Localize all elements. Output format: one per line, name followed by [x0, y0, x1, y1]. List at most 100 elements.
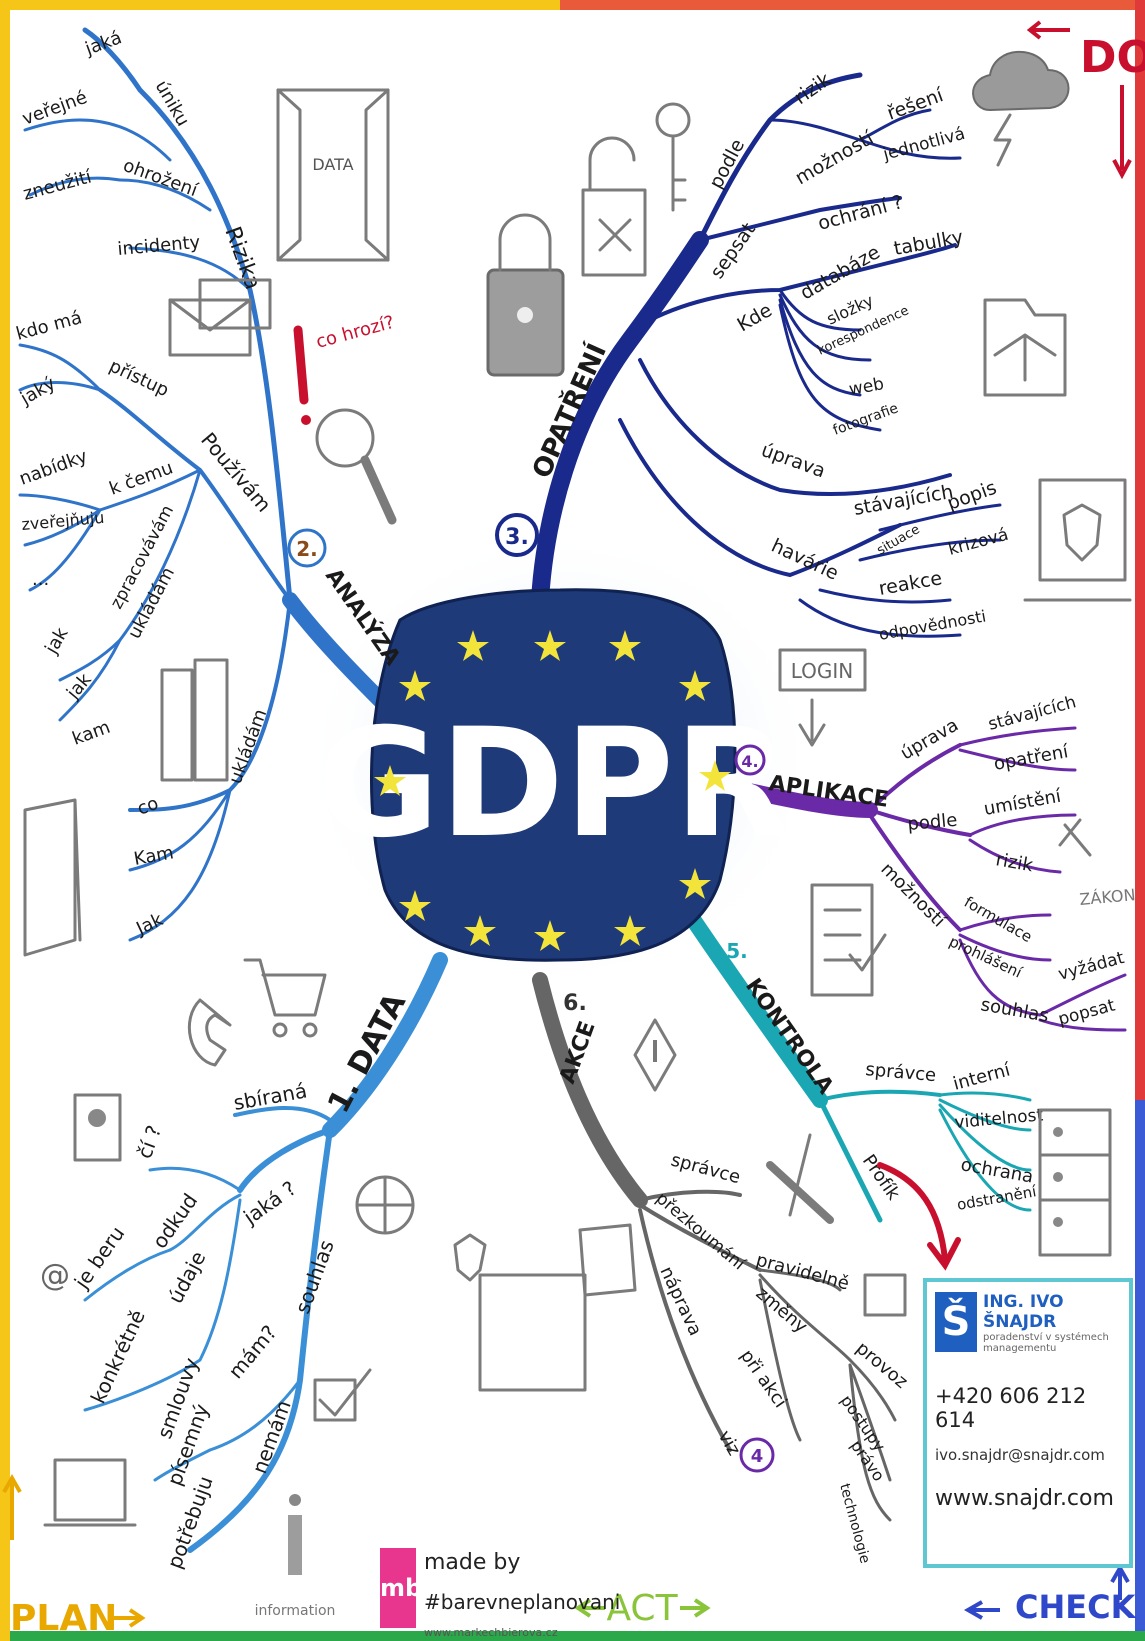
- padlock-closed-icon: [486, 213, 565, 377]
- binders-icon: [160, 658, 229, 782]
- opatreni-web: web: [847, 374, 885, 400]
- mb-logo: mb: [380, 1548, 422, 1628]
- analyza-jaky: jaký: [16, 373, 59, 410]
- shopping-cart-icon: [243, 958, 327, 1038]
- contact-phone[interactable]: +420 606 212 614: [935, 1384, 1087, 1432]
- at-symbol: @: [40, 1258, 70, 1293]
- badge-akce: 6.: [563, 991, 587, 1016]
- pdca-check-label: CHECK: [1015, 1588, 1137, 1626]
- opatreni-reseni: řešení: [884, 84, 947, 125]
- contact-email[interactable]: ivo.snajdr@snajdr.com: [935, 1446, 1105, 1464]
- opatreni-tabulky: tabulky: [892, 226, 965, 260]
- made-by-text: made by: [424, 1550, 521, 1575]
- aplikace-children: úprava stávajících opatření podle umístě…: [876, 692, 1126, 1030]
- branch-aplikace-lines: [712, 726, 1127, 1032]
- data-potrebuju: potřebuju: [162, 1473, 218, 1572]
- analyza-zverejnuju: zveřejňuju: [21, 508, 105, 534]
- akce-zmeny: změny: [752, 1283, 812, 1338]
- login-label: LOGIN: [791, 659, 854, 683]
- data-ci: čí ?: [132, 1122, 166, 1162]
- checkbox-icon: [313, 1368, 372, 1422]
- footer-credit: mb made by #barevneplanovani www.markech…: [380, 1548, 620, 1639]
- key-icon: [655, 102, 691, 212]
- tools-icon: [766, 1133, 834, 1224]
- folder-icon: [983, 298, 1067, 397]
- window-data-label: DATA: [312, 155, 353, 174]
- akce-pri-akci: při akci: [736, 1346, 791, 1412]
- svg-text:6.: 6.: [563, 991, 587, 1016]
- svg-text:2.: 2.: [296, 537, 318, 561]
- opatreni-sepsat: sepsat: [706, 219, 760, 283]
- akce-viz-ref: 4: [751, 1446, 764, 1467]
- computer-icon: [453, 1223, 637, 1392]
- analyza-kam-2: Kam: [132, 842, 175, 870]
- branch-data-lines: [83, 952, 448, 1553]
- star-11: [374, 765, 406, 796]
- aplikace-moznosti: možností: [876, 859, 949, 932]
- data-souhlas: souhlas: [290, 1237, 339, 1317]
- analyza-ohrozeni: ohrožení: [120, 155, 201, 202]
- book-icon: [23, 798, 82, 957]
- pdca-plan: PLAN: [2, 1473, 146, 1639]
- contact-name: ING. IVO ŠNAJDR: [983, 1292, 1064, 1332]
- pdca-do-label: DO: [1080, 32, 1145, 83]
- star-7: [614, 915, 646, 946]
- analyza-uniku: úniku: [151, 77, 194, 130]
- analyza-co: co: [135, 793, 162, 820]
- pdca-do: DO: [1026, 20, 1145, 180]
- opatreni-fotografie: fotografie: [831, 400, 901, 438]
- laptop-shield-icon: [1023, 478, 1132, 602]
- analyza-rizika: Rizika: [219, 224, 265, 294]
- information-label: information: [255, 1603, 336, 1619]
- contact-web[interactable]: www.snajdr.com: [935, 1486, 1114, 1511]
- analyza-nabidky: nabídky: [17, 446, 91, 490]
- analyza-jak-1: jak: [41, 624, 73, 659]
- star-5: [699, 760, 731, 791]
- opatreni-reakce: reakce: [877, 567, 944, 600]
- aplikace-prohlaseni: prohlášení: [946, 932, 1025, 982]
- analyza-ukladam-2: ukládám: [225, 706, 271, 786]
- opatreni-databaze: databáze: [797, 241, 884, 304]
- data-odkud: odkud: [147, 1189, 202, 1253]
- envelope-icon: [168, 278, 272, 357]
- window-data-icon: DATA: [276, 88, 390, 262]
- analyza-kdo-ma: kdo má: [14, 307, 84, 345]
- globe-icon: [355, 1175, 415, 1235]
- card-pointer-arrow: [877, 1162, 948, 1263]
- server-icon: [1038, 1108, 1112, 1257]
- info-icon: information: [255, 1494, 336, 1619]
- id-card-icon: [73, 1093, 122, 1162]
- aplikace-podle: podle: [907, 810, 959, 835]
- akce-children: správce přezkoumání pravidelně změny pro…: [652, 1150, 912, 1566]
- warning-sign-icon: [633, 1018, 677, 1092]
- akce-viz-badge: [739, 1437, 775, 1473]
- aplikace-popsat: popsat: [1056, 995, 1117, 1029]
- laptop-cloud-icon: [43, 1458, 137, 1527]
- opatreni-krizova: krizová: [946, 525, 1010, 560]
- phone-icon: [187, 998, 232, 1067]
- badge-aplikace: 4.: [734, 744, 766, 776]
- contact-subtitle-2: managementu: [983, 1343, 1057, 1354]
- opatreni-moznosti: možností: [792, 127, 878, 190]
- star-4: [679, 670, 711, 701]
- branch-label-kontrola: KONTROLA: [740, 974, 838, 1099]
- opatreni-ochrani: ochrání ?: [816, 191, 906, 235]
- analyza-zneuziti: zneužití: [21, 166, 95, 205]
- data-udaje: údaje: [163, 1247, 210, 1307]
- analyza-jak-2: jak: [62, 669, 96, 704]
- branch-akce-lines: [532, 972, 897, 1522]
- badge-opatreni: 3.: [495, 513, 539, 557]
- data-je-beru: je beru: [69, 1222, 129, 1294]
- star-9: [464, 915, 496, 946]
- footer-url[interactable]: www.markechbierova.cz: [424, 1626, 558, 1639]
- clipboard-checklist-icon: [810, 883, 887, 997]
- aplikace-souhlas: souhlas: [979, 994, 1050, 1027]
- star-3: [609, 630, 641, 661]
- gavel-icon: ZÁKON: [1058, 818, 1136, 909]
- storm-cloud-icon: [972, 50, 1070, 167]
- data-mam: mám?: [223, 1320, 281, 1383]
- calendar-icon: [863, 1273, 907, 1317]
- hashtag-text[interactable]: #barevneplanovani: [424, 1590, 621, 1614]
